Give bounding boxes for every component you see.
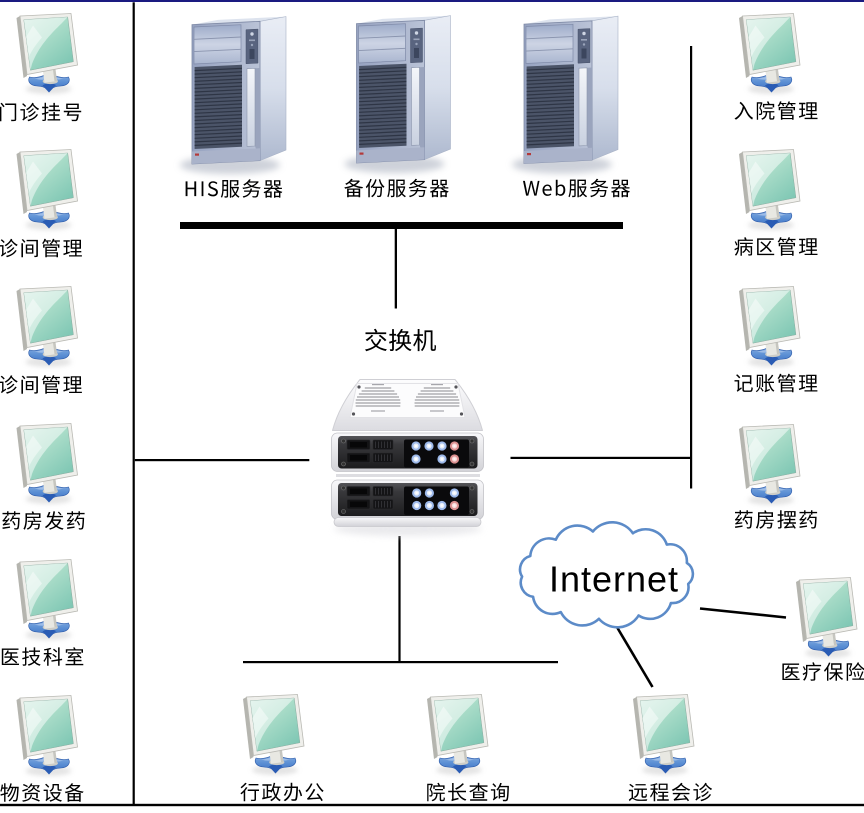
svg-text:Internet: Internet <box>549 558 679 599</box>
